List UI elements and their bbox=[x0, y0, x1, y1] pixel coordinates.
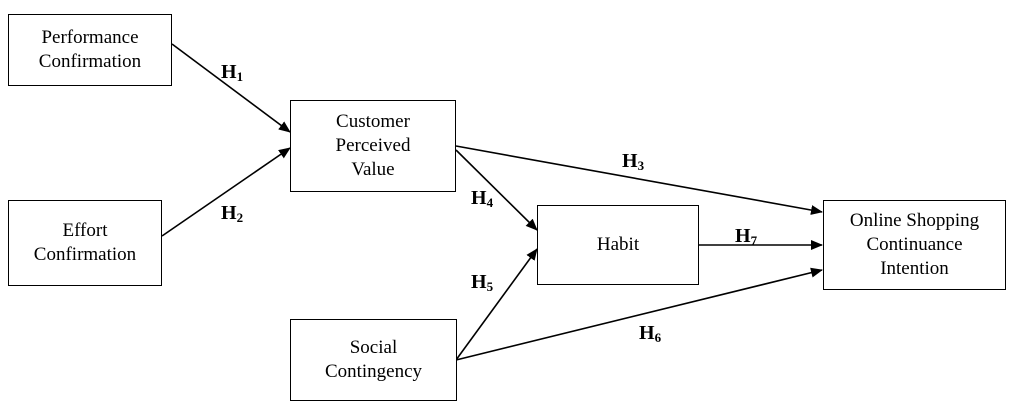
online-shopping-continuance-intention-box: Online Shopping Continuance Intention bbox=[823, 200, 1006, 290]
habit-box: Habit bbox=[537, 205, 699, 285]
social-contingency-box: Social Contingency bbox=[290, 319, 457, 401]
hypothesis-number: 2 bbox=[236, 210, 244, 225]
hypothesis-letter: H bbox=[221, 61, 237, 83]
hypothesis-label-h3: H3 bbox=[622, 151, 644, 176]
hypothesis-number: 3 bbox=[637, 158, 645, 173]
hypothesis-letter: H bbox=[221, 202, 237, 224]
performance-confirmation-box: Performance Confirmation bbox=[8, 14, 172, 86]
hypothesis-number: 6 bbox=[654, 330, 662, 345]
hypothesis-letter: H bbox=[471, 271, 487, 293]
hypothesis-label-h1: H1 bbox=[221, 62, 243, 87]
arrow-h6 bbox=[455, 267, 823, 361]
customer-perceived-value-box: Customer Perceived Value bbox=[290, 100, 456, 192]
hypothesis-label-h5: H5 bbox=[471, 272, 493, 297]
hypothesis-letter: H bbox=[471, 187, 487, 209]
arrow-h4 bbox=[455, 149, 538, 231]
hypothesis-number: 5 bbox=[486, 279, 494, 294]
arrow-h1 bbox=[171, 43, 291, 133]
hypothesis-label-h7: H7 bbox=[735, 226, 757, 251]
hypothesis-label-h4: H4 bbox=[471, 188, 493, 213]
hypothesis-letter: H bbox=[735, 225, 751, 247]
hypothesis-number: 1 bbox=[236, 69, 244, 84]
arrow-h5 bbox=[455, 248, 538, 361]
hypothesis-letter: H bbox=[639, 322, 655, 344]
hypothesis-label-h6: H6 bbox=[639, 323, 661, 348]
arrow-h2 bbox=[161, 147, 291, 237]
hypothesis-number: 4 bbox=[486, 195, 494, 210]
hypothesis-label-h2: H2 bbox=[221, 203, 243, 228]
hypothesis-number: 7 bbox=[750, 233, 758, 248]
effort-confirmation-box: Effort Confirmation bbox=[8, 200, 162, 286]
hypothesis-letter: H bbox=[622, 150, 638, 172]
arrow-h3 bbox=[455, 145, 823, 215]
